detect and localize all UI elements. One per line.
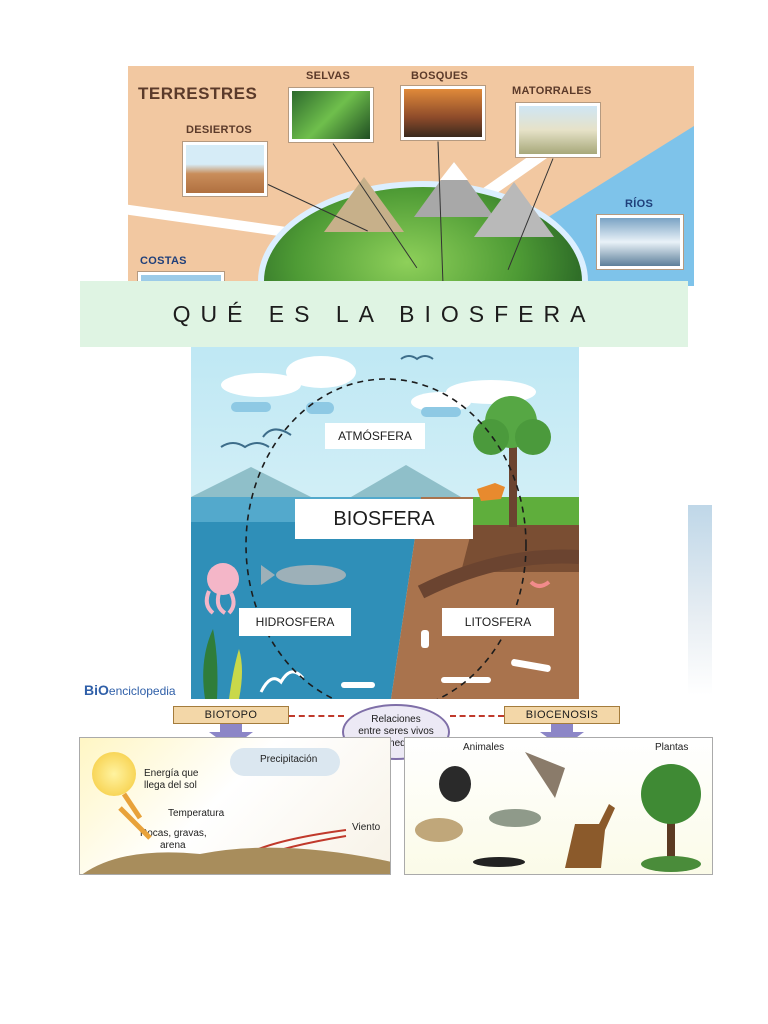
down-arrow-right xyxy=(551,724,573,734)
matorrales-label: MATORRALES xyxy=(512,85,592,97)
hidrosfera-label: HIDROSFERA xyxy=(239,608,351,636)
bone-icon xyxy=(341,630,551,688)
snow-cap xyxy=(440,162,468,180)
sun-icon xyxy=(92,752,136,796)
costas-label: COSTAS xyxy=(140,255,187,267)
rocas-label-2: arena xyxy=(160,840,186,851)
matorrales-image xyxy=(516,103,600,157)
biotopo-box: Precipitación Energía que llega del sol … xyxy=(79,737,391,875)
wind-arrow xyxy=(255,829,347,851)
biocenosis-tag: BIOCENOSIS xyxy=(504,706,620,724)
litosfera-label: LITOSFERA xyxy=(442,608,554,636)
eagle-icon xyxy=(525,752,565,798)
cloud-icon xyxy=(230,748,340,776)
desiertos-image xyxy=(183,142,267,196)
coral-icon xyxy=(259,670,305,693)
biosphere-boundary xyxy=(245,378,527,699)
wildcat-icon xyxy=(415,818,463,842)
rios-image xyxy=(597,215,683,269)
bosques-image xyxy=(401,86,485,140)
fish-icon xyxy=(276,565,346,585)
ecosystems-panel: TERRESTRES SELVAS BOSQUES MATORRALES DES… xyxy=(128,66,694,286)
down-arrow-left xyxy=(220,724,242,734)
bird-capercaillie-icon xyxy=(439,766,471,802)
mountain-shape xyxy=(474,182,554,237)
temperatura-label: Temperatura xyxy=(168,808,225,819)
rocks-ground xyxy=(82,847,390,874)
tree-trunk xyxy=(667,808,675,858)
bosques-label: BOSQUES xyxy=(411,70,469,82)
selvas-label: SELVAS xyxy=(306,70,351,82)
birds-icon xyxy=(220,355,434,449)
bioenciclopedia-logo: BiOenciclopedia xyxy=(84,682,176,698)
sun-ray-arrow xyxy=(121,792,143,820)
biosphere-illustration: ATMÓSFERA BIOSFERA HIDROSFERA LITOSFERA xyxy=(191,347,579,699)
biosfera-label: BIOSFERA xyxy=(295,499,473,539)
animales-label: Animales xyxy=(463,742,505,753)
side-strip xyxy=(688,505,712,695)
relation-link-left xyxy=(289,715,344,717)
biotopo-tag: BIOTOPO xyxy=(173,706,289,724)
precipitacion-label: Precipitación xyxy=(260,754,318,765)
biocenosis-box: Animales Plantas xyxy=(404,737,713,875)
salamander-icon xyxy=(473,857,525,867)
mountain-shape xyxy=(324,177,404,232)
octopus-icon xyxy=(207,563,239,595)
trout-icon xyxy=(489,809,541,827)
title-banner: QUÉ ES LA BIOSFERA xyxy=(80,281,688,347)
rocas-label-1: Rocas, gravas, xyxy=(140,828,207,839)
earth-globe xyxy=(258,162,588,286)
biosphere-scene xyxy=(191,355,579,699)
page-title: QUÉ ES LA BIOSFERA xyxy=(172,300,596,327)
blank-area xyxy=(579,347,689,699)
sun-ray-arrow xyxy=(118,806,152,840)
selvas-image xyxy=(289,88,373,142)
atmosfera-label: ATMÓSFERA xyxy=(325,423,425,449)
relation-link-right xyxy=(450,715,504,717)
tree-icon xyxy=(641,764,701,824)
plantas-label: Plantas xyxy=(655,742,689,753)
rios-label: RÍOS xyxy=(625,198,654,210)
energia-label-1: Energía que xyxy=(144,768,199,779)
terrestres-title: TERRESTRES xyxy=(138,84,258,103)
viento-label: Viento xyxy=(352,822,381,833)
deer-icon xyxy=(565,804,615,868)
desiertos-label: DESIERTOS xyxy=(186,124,253,136)
worm-icon xyxy=(529,580,551,588)
energia-label-2: llega del sol xyxy=(144,780,197,791)
fox-icon xyxy=(477,483,505,501)
